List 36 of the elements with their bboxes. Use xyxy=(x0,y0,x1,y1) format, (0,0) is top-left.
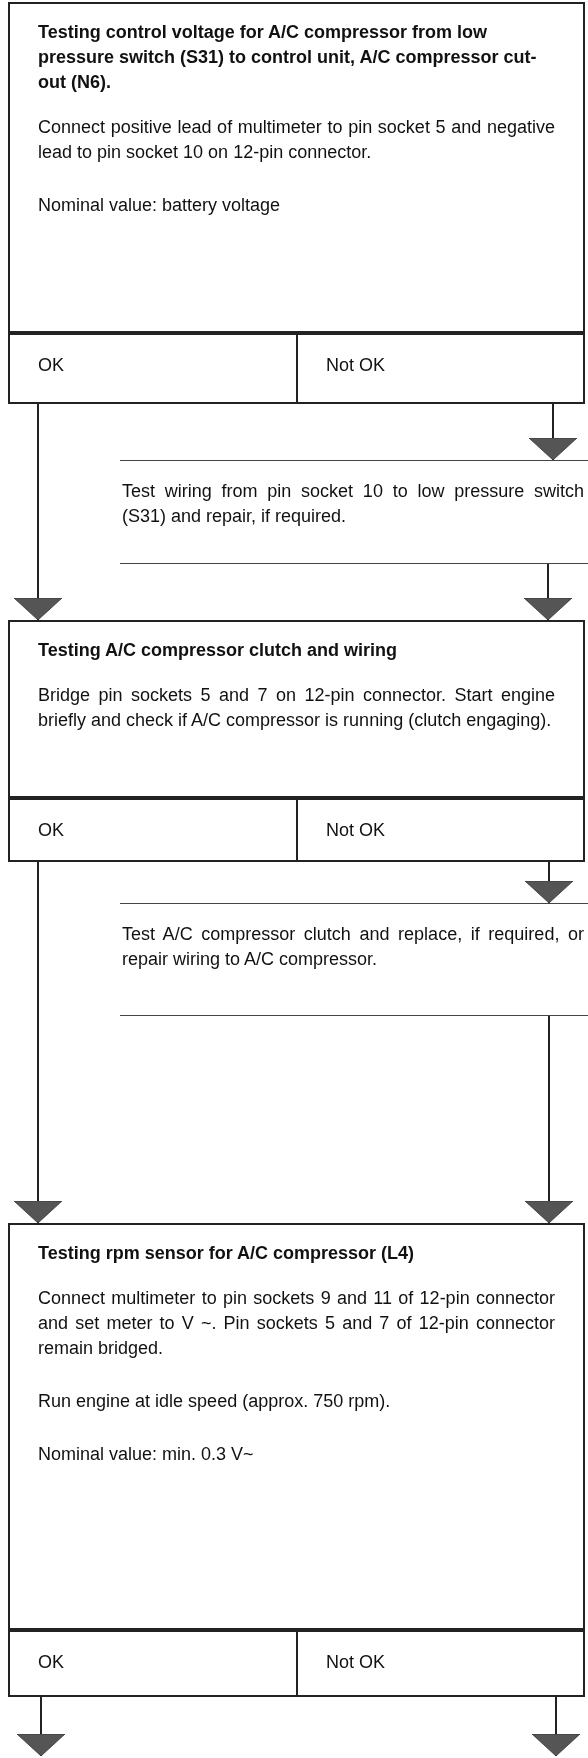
test-step-box xyxy=(8,1223,585,1630)
result-label: OK xyxy=(38,819,65,842)
result-label: OK xyxy=(38,1651,65,1674)
flow-arrow xyxy=(16,1696,66,1757)
instruction-text: Test wiring from pin socket 10 to low pressure switch (S31) and repair, if required. xyxy=(122,480,584,528)
instruction-text: Nominal value: min. 0.3 V~ xyxy=(38,1443,255,1466)
repair-instruction-band xyxy=(120,903,588,1016)
instruction-text: Test A/C compressor clutch and replace, if required, or repair wiring to A/C compressor. xyxy=(122,923,584,971)
test-step-box xyxy=(8,2,585,333)
instruction-text: Connect positive lead of multimeter to pin socket 5 and negative lead to pin socket 10 on 12-pin connector. xyxy=(38,116,555,164)
result-box xyxy=(8,1630,298,1697)
flow-arrow xyxy=(528,403,578,461)
result-box xyxy=(298,1630,585,1697)
test-step-box xyxy=(8,620,585,798)
instruction-text: Run engine at idle speed (approx. 750 rpm). xyxy=(38,1390,392,1413)
result-label: Not OK xyxy=(326,1651,387,1674)
result-box xyxy=(298,798,585,862)
step-heading: Testing control voltage for A/C compressor from low pressure switch (S31) to control unit, A/C compressor cut-out (N6). xyxy=(38,21,538,94)
flow-arrow xyxy=(13,403,63,621)
step-heading: Testing rpm sensor for A/C compressor (L4) xyxy=(38,1242,416,1265)
repair-instruction-band xyxy=(120,460,588,564)
flow-arrow xyxy=(531,1696,581,1757)
flow-arrow xyxy=(524,1015,574,1224)
instruction-text: Connect multimeter to pin sockets 9 and 11 of 12-pin connector and set meter to V ~. Pin sockets 5 and 7 of 12-pin connector remain bridged. xyxy=(38,1287,555,1360)
result-label: Not OK xyxy=(326,819,387,842)
result-label: OK xyxy=(38,354,65,377)
instruction-text: Nominal value: battery voltage xyxy=(38,194,282,217)
instruction-text: Bridge pin sockets 5 and 7 on 12-pin connector. Start engine briefly and check if A/C compressor is running (clutch engaging). xyxy=(38,684,555,732)
flow-arrow xyxy=(524,861,574,904)
step-heading: Testing A/C compressor clutch and wiring xyxy=(38,639,399,662)
result-label: Not OK xyxy=(326,354,387,377)
flow-arrow xyxy=(523,563,573,621)
result-box xyxy=(8,333,298,404)
result-box xyxy=(8,798,298,862)
result-box xyxy=(298,333,585,404)
flow-arrow xyxy=(13,861,63,1224)
